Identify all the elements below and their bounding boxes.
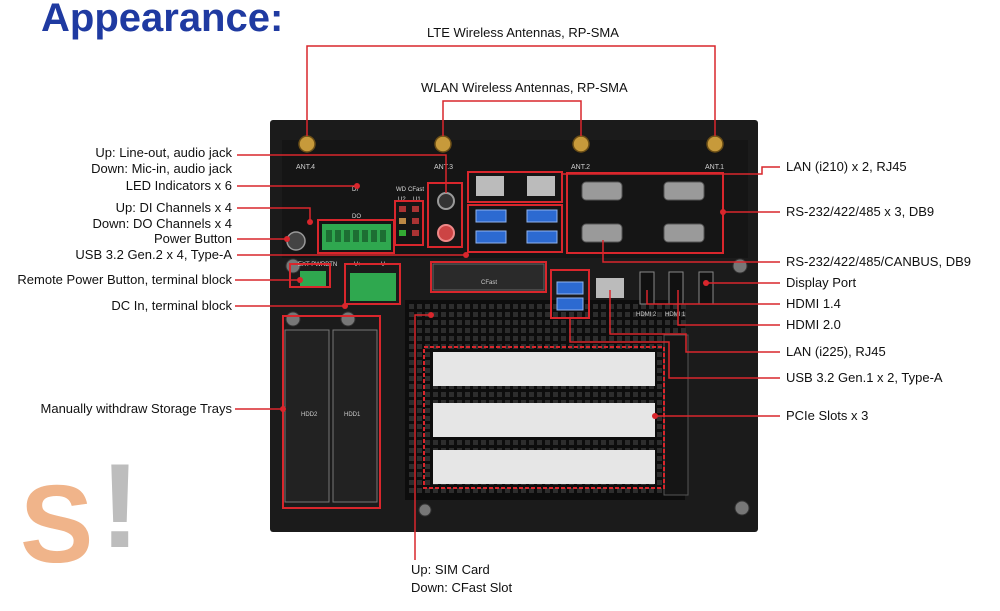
ant3-connector — [434, 135, 452, 153]
do-label: DO — [352, 214, 361, 220]
hdmi1-label: HDMI 1 — [665, 312, 686, 318]
lan-i225-port — [596, 278, 624, 298]
label-cfast-slot: Down: CFast Slot — [411, 580, 513, 595]
db9-ports — [581, 181, 705, 243]
cfast-label: CFast — [481, 280, 497, 286]
lan-port-2 — [527, 176, 555, 196]
dc-in-terminal — [350, 273, 396, 301]
label-lte-antennas: LTE Wireless Antennas, RP-SMA — [427, 25, 619, 40]
label-audio-down: Down: Mic-in, audio jack — [91, 161, 232, 176]
label-rs232-canbus: RS-232/422/485/CANBUS, DB9 — [786, 254, 971, 269]
audio-mic-in-jack — [437, 224, 455, 242]
led-indicators — [399, 206, 419, 236]
cfast-led-label: CFast — [408, 187, 424, 193]
pcie-bracket — [663, 334, 689, 496]
label-wlan-antennas: WLAN Wireless Antennas, RP-SMA — [421, 80, 628, 95]
audio-line-out-jack — [437, 192, 455, 210]
watermark-logo: S — [20, 463, 94, 586]
label-power-button: Power Button — [153, 231, 232, 246]
ant4-label: ANT.4 — [296, 164, 315, 171]
label-sim-card: Up: SIM Card — [411, 562, 490, 577]
label-do-channels: Down: DO Channels x 4 — [92, 216, 232, 231]
leader-dots — [280, 183, 726, 419]
usb-gen2-ports — [475, 209, 558, 244]
hdmi-dp-ports — [639, 271, 714, 305]
hdmi2-label: HDMI 2 — [636, 312, 657, 318]
leader-lines — [235, 45, 780, 560]
label-remote-power: Remote Power Button, terminal block — [17, 272, 232, 287]
label-usb32-gen1: USB 3.2 Gen.1 x 2, Type-A — [786, 370, 943, 385]
ant2-connector — [572, 135, 590, 153]
power-button — [286, 231, 306, 251]
hdd2-label: HDD2 — [301, 412, 318, 418]
label-led-indicators: LED Indicators x 6 — [125, 178, 232, 193]
ant3-label: ANT.3 — [434, 164, 453, 171]
hdd2-tray — [284, 329, 330, 503]
label-di-channels: Up: DI Channels x 4 — [115, 200, 232, 215]
ant4-connector — [298, 135, 316, 153]
label-lan-i210: LAN (i210) x 2, RJ45 — [786, 159, 907, 174]
label-rs232-db9: RS-232/422/485 x 3, DB9 — [786, 204, 935, 219]
watermark-bang: ! — [100, 439, 140, 573]
label-display-port: Display Port — [786, 275, 857, 290]
pcie-slots — [433, 352, 655, 484]
terminal-screws — [326, 230, 386, 242]
ant2-label: ANT.2 — [571, 164, 590, 171]
cfast-cover — [432, 263, 545, 291]
page-title: Appearance: — [41, 0, 284, 40]
label-dc-in: DC In, terminal block — [111, 298, 232, 313]
label-lan-i225: LAN (i225), RJ45 — [786, 344, 886, 359]
label-usb32-gen2: USB 3.2 Gen.2 x 4, Type-A — [75, 247, 232, 262]
usb-gen1-ports — [556, 281, 584, 311]
antenna-connectors — [298, 135, 724, 153]
lan-port-1 — [476, 176, 504, 196]
label-hdmi20: HDMI 2.0 — [786, 317, 841, 332]
di-label: DI — [352, 187, 358, 193]
label-storage-trays: Manually withdraw Storage Trays — [40, 401, 232, 416]
ant1-connector — [706, 135, 724, 153]
ant1-label: ANT.1 — [705, 164, 724, 171]
label-hdmi14: HDMI 1.4 — [786, 296, 841, 311]
label-audio-up: Up: Line-out, audio jack — [95, 145, 232, 160]
remote-power-terminal — [300, 271, 326, 286]
hdd1-tray — [332, 329, 378, 503]
wd-label: WD — [396, 187, 407, 193]
hdd1-label: HDD1 — [344, 412, 361, 418]
label-pcie-slots: PCIe Slots x 3 — [786, 408, 869, 423]
